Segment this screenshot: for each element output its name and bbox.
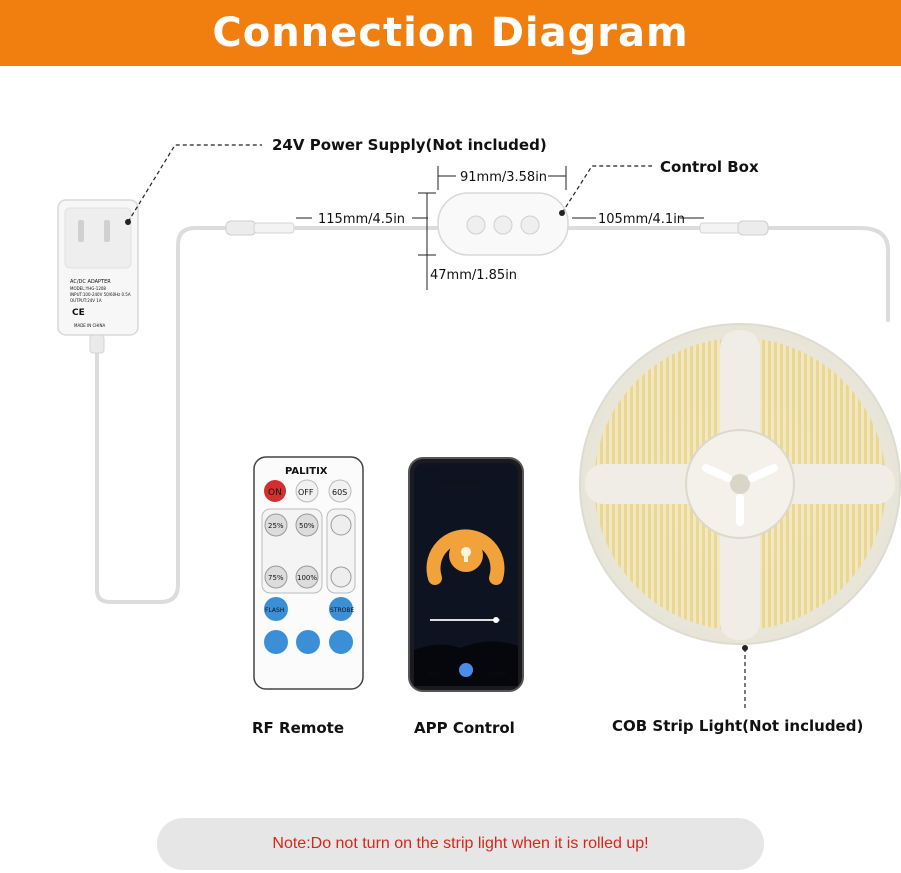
remote-75-label: 75%	[268, 574, 284, 582]
reel-hub-icon	[730, 474, 750, 494]
control-box-dot	[559, 210, 565, 216]
control-box-label: Control Box	[660, 158, 759, 176]
phone-bottom-right: Schedule	[488, 671, 507, 676]
brightness-up-icon	[330, 514, 352, 536]
rf-remote: PALITIX ON OFF 60S 25% 50% 75% 100% FLAS…	[253, 456, 364, 690]
power-icon	[459, 663, 473, 677]
rf-remote-caption: RF Remote	[252, 719, 344, 737]
adapter-label-3: INPUT:100-240V 50/60Hz 0.5A	[70, 292, 131, 297]
remote-60s-label: 60S	[332, 488, 347, 497]
remote-off-label: OFF	[298, 488, 314, 497]
phone-time: 10:06	[421, 467, 438, 474]
app-control-caption: APP Control	[414, 719, 515, 737]
width-dimension-label: 91mm/3.58in	[460, 170, 547, 185]
warning-note-text: Note:Do not turn on the strip light when…	[272, 835, 649, 852]
adapter-footer: MADE IN CHINA	[74, 323, 105, 328]
right-cable-length-label: 105mm/4.1in	[598, 212, 685, 227]
adapter-label-1: AC/DC ADAPTER	[70, 279, 111, 285]
connection-diagram: AC/DC ADAPTER MODEL:YHG-1208 INPUT:100-2…	[57, 136, 901, 737]
phone-device-name: A0240S-WW3	[440, 479, 481, 486]
warning-note: Note:Do not turn on the strip light when…	[157, 818, 764, 870]
phone-brightness-value: 100%	[502, 618, 514, 623]
remote-60s-button	[328, 479, 352, 503]
remote-flash-label: FLASH	[265, 607, 284, 614]
cob-strip-caption: COB Strip Light(Not included)	[612, 717, 863, 735]
adapter-label-4: OUTPUT:24V 1A	[70, 298, 102, 303]
bulb-icon	[461, 547, 471, 557]
power-adapter: AC/DC ADAPTER MODEL:YHG-1208 INPUT:100-2…	[57, 199, 139, 354]
cables	[95, 226, 890, 604]
remote-scene-button-2	[296, 630, 320, 654]
remote-50-label: 50%	[299, 522, 315, 530]
phone-bottom-left: Timer	[427, 671, 440, 676]
remote-brand: PALITIX	[285, 466, 328, 477]
control-box-leader	[561, 165, 652, 214]
remote-scene-button-3	[329, 630, 353, 654]
remote-on-label: ON	[268, 488, 282, 498]
remote-100-label: 100%	[297, 574, 317, 582]
left-cable-length-label: 115mm/4.5in	[318, 212, 405, 227]
height-dimension-label: 47mm/1.85in	[430, 268, 517, 283]
adapter-label-2: MODEL:YHG-1208	[70, 286, 106, 291]
remote-on-button	[264, 480, 286, 502]
remote-off-button	[295, 479, 319, 503]
power-supply-leader	[127, 144, 262, 223]
remote-25-label: 25%	[268, 522, 284, 530]
brightness-down-icon	[330, 566, 352, 588]
cob-strip-reel	[579, 323, 901, 645]
adapter-ce-mark: CE	[72, 308, 85, 318]
cob-strip-dot	[742, 645, 748, 651]
remote-strobe-label: STROBE	[330, 607, 354, 614]
power-supply-dot	[125, 219, 131, 225]
cable-connectors	[225, 220, 769, 236]
title-banner: Connection Diagram	[0, 0, 901, 66]
control-box	[437, 192, 569, 256]
page-title: Connection Diagram	[212, 10, 689, 56]
phone-app: 10:06 A0240S-WW3 100% Timer Schedule	[408, 457, 524, 692]
remote-scene-button-1	[264, 630, 288, 654]
power-supply-label: 24V Power Supply(Not included)	[272, 136, 547, 154]
dimension-lines	[296, 166, 704, 290]
